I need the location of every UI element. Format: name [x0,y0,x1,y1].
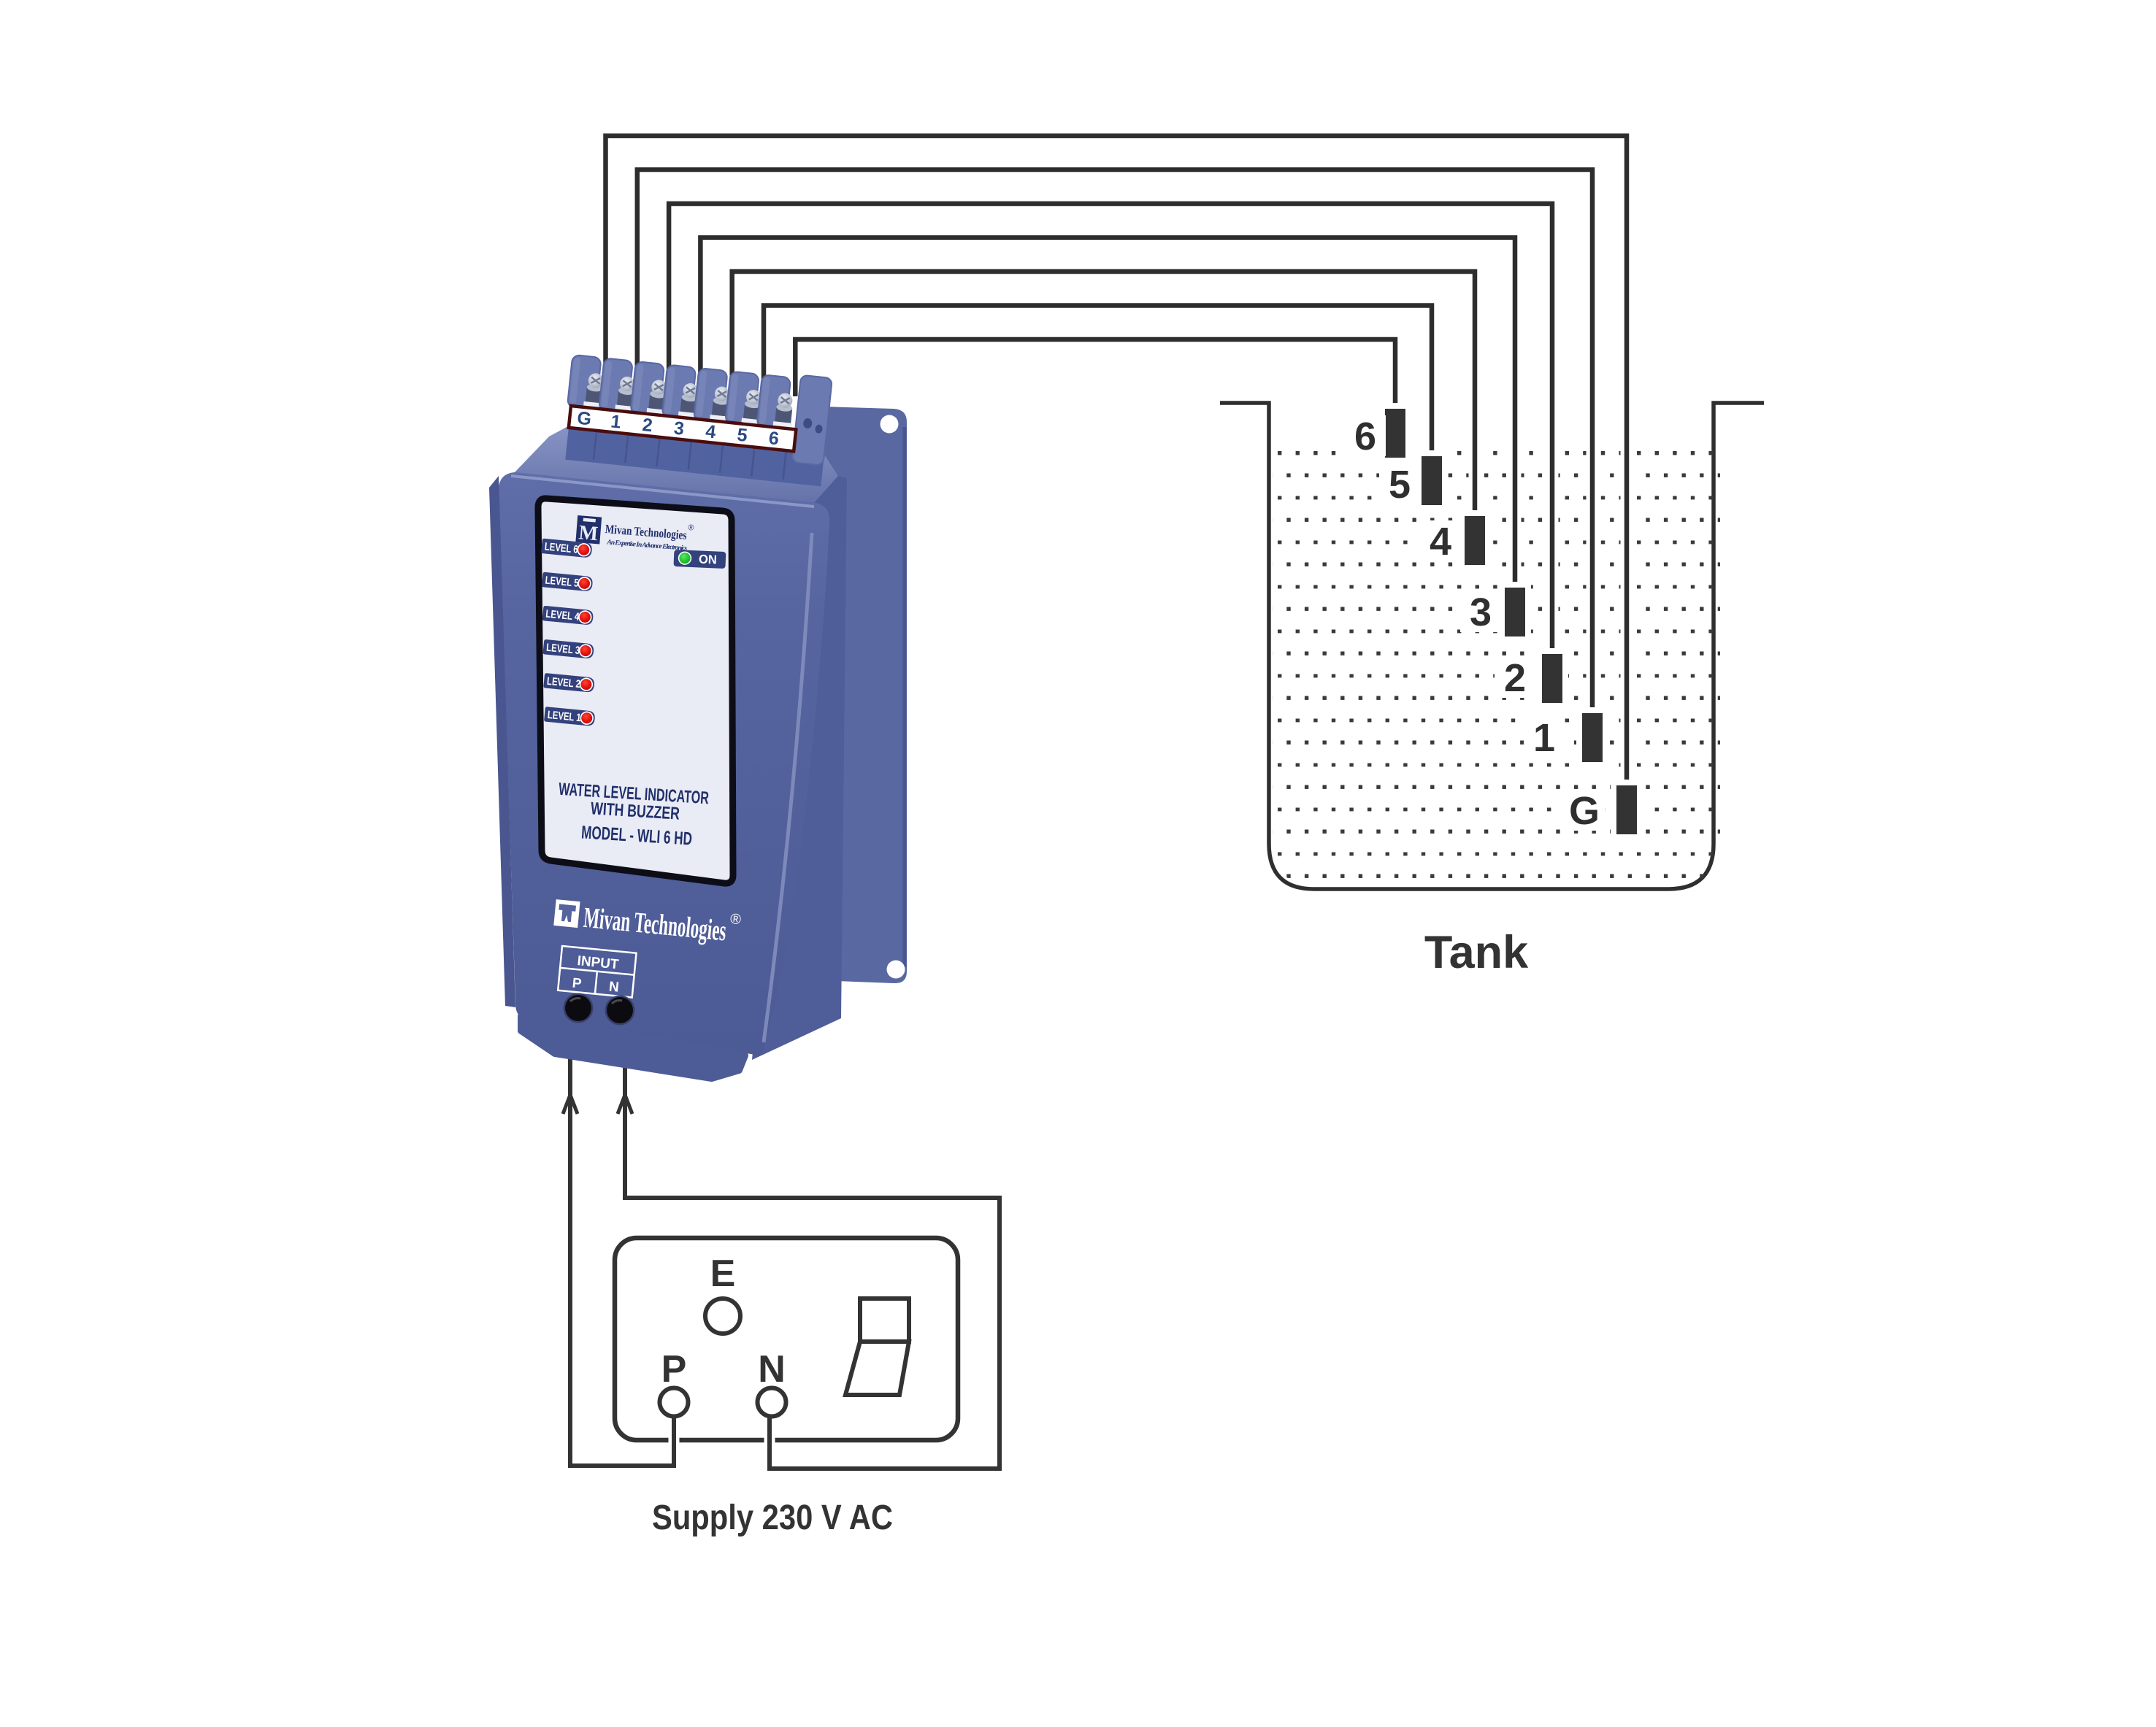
svg-text:G: G [576,408,592,430]
svg-text:®: ® [729,911,742,928]
svg-text:1: 1 [610,411,622,432]
svg-text:LEVEL 4: LEVEL 4 [545,608,580,623]
svg-text:LEVEL 1: LEVEL 1 [547,709,581,724]
svg-text:G: G [1569,789,1600,833]
svg-text:2: 2 [641,415,653,436]
svg-text:LEVEL 2: LEVEL 2 [546,675,580,691]
svg-text:3: 3 [1470,591,1492,634]
svg-text:5: 5 [1389,463,1411,507]
svg-text:4: 4 [705,421,717,442]
svg-text:P: P [661,1348,687,1391]
svg-text:6: 6 [1354,415,1376,458]
svg-text:5: 5 [736,425,748,446]
svg-text:LEVEL 5: LEVEL 5 [545,574,579,590]
svg-text:P: P [572,976,583,992]
svg-text:E: E [710,1253,736,1295]
svg-text:Supply 230 V AC: Supply 230 V AC [652,1499,893,1537]
svg-text:1: 1 [1533,716,1555,760]
svg-text:2: 2 [1504,656,1526,700]
svg-text:3: 3 [673,418,686,439]
svg-text:Tank: Tank [1424,927,1529,978]
svg-text:6: 6 [767,428,780,449]
svg-text:LEVEL 3: LEVEL 3 [545,642,580,657]
svg-text:®: ® [688,523,694,533]
svg-text:LEVEL 6: LEVEL 6 [544,540,578,555]
svg-text:4: 4 [1430,520,1451,564]
svg-text:N: N [608,979,620,995]
svg-text:N: N [758,1348,786,1391]
svg-text:ON: ON [699,552,718,566]
svg-text:M: M [578,521,599,545]
